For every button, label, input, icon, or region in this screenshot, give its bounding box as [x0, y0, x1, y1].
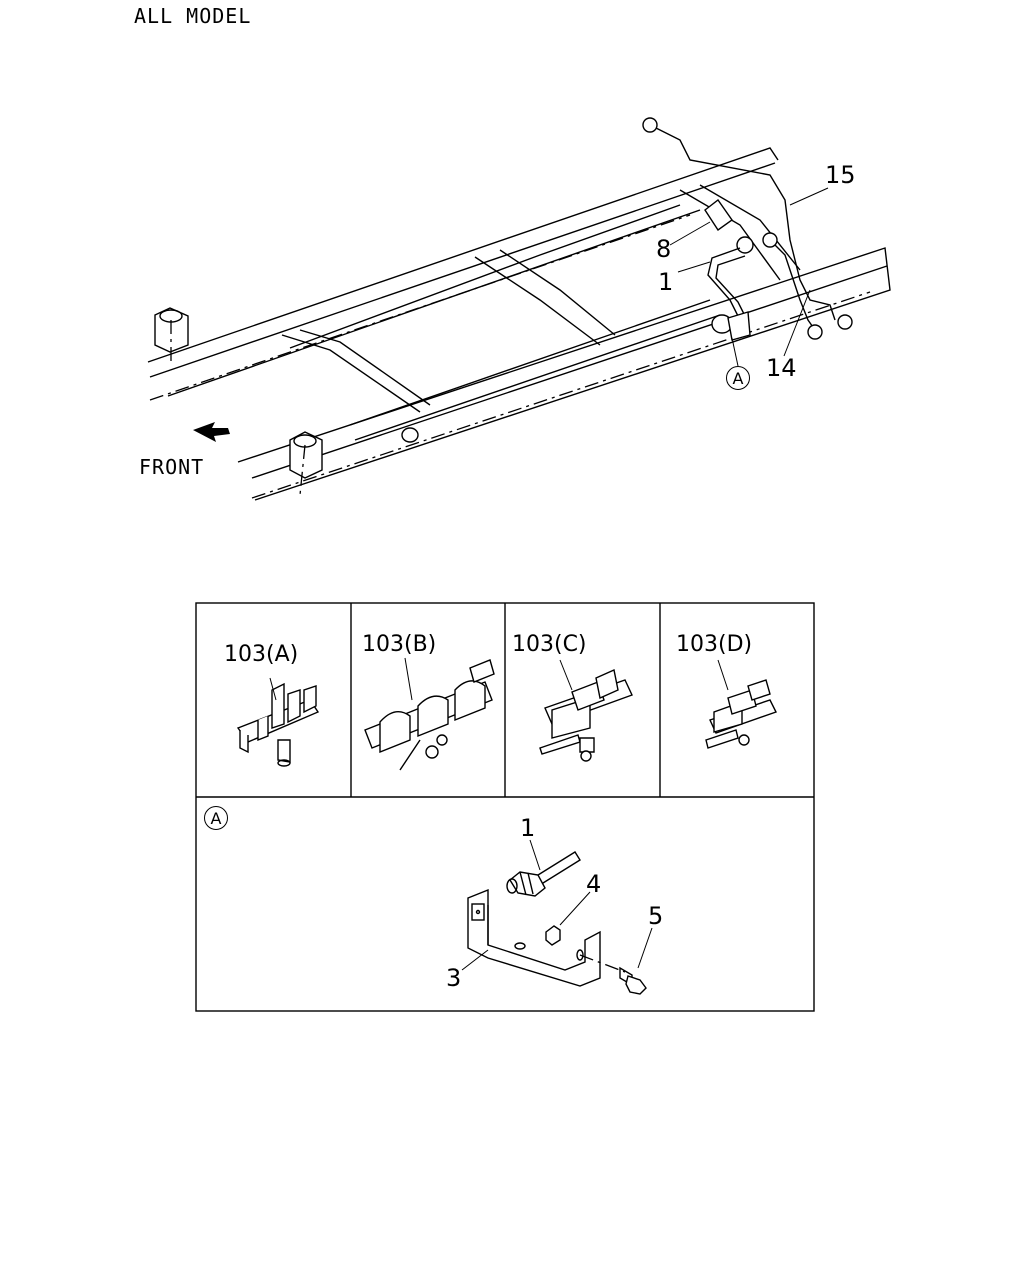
- variant-label-103b: 103(B): [362, 632, 437, 657]
- variant-label-103c: 103(C): [512, 632, 587, 657]
- clip-103a-drawing: [236, 677, 320, 767]
- detail-callout-1: 1: [520, 814, 536, 842]
- clip-103b-drawing: [364, 657, 495, 771]
- detail-a-marker: A: [204, 806, 228, 830]
- clip-103d-drawing: [705, 659, 777, 749]
- variant-label-103d: 103(D): [676, 632, 753, 657]
- detail-callout-4: 4: [586, 870, 602, 898]
- callout-15: 15: [825, 161, 856, 189]
- callout-1: 1: [658, 268, 674, 296]
- callout-14: 14: [766, 354, 797, 382]
- variant-label-103a: 103(A): [224, 642, 299, 667]
- detail-a-drawing: [461, 839, 653, 995]
- callout-8: 8: [656, 235, 672, 263]
- detail-callout-3: 3: [446, 964, 462, 992]
- page-title: ALL MODEL: [134, 4, 252, 28]
- clip-103c-drawing: [539, 659, 633, 762]
- detail-marker-a: A: [726, 366, 750, 390]
- detail-callout-5: 5: [648, 902, 664, 930]
- front-label: FRONT: [139, 455, 205, 479]
